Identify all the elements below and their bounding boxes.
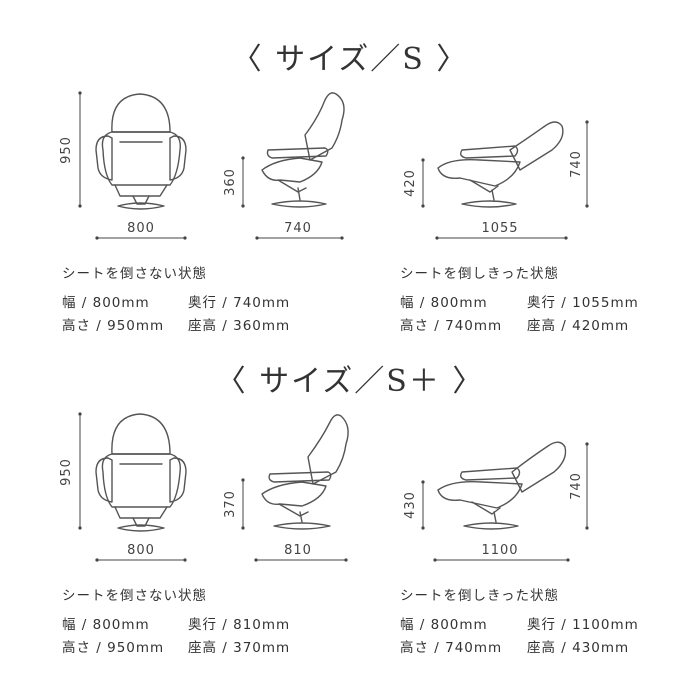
front-view-chair (95, 93, 187, 210)
side-upright-seat-label: 360 (223, 168, 238, 196)
upright-seat-height: 座高 / 370mm (188, 640, 291, 656)
upright-depth: 奥行 / 740mm (188, 295, 291, 311)
chair-diagrams: 950 800 370 (59, 412, 589, 562)
chair-diagrams: 950 800 360 (59, 91, 589, 240)
side-reclined-depth-dimension: 1100 (433, 543, 570, 562)
side-reclined-seat-dimension: 420 (403, 158, 425, 208)
upright-width: 幅 / 800mm (62, 617, 150, 633)
upright-heading: シートを倒さない状態 (62, 266, 207, 282)
front-height-label: 950 (59, 136, 74, 164)
side-reclined-chair (437, 441, 567, 530)
side-upright-depth-label: 810 (284, 543, 312, 558)
side-upright-seat-label: 370 (223, 490, 238, 518)
reclined-width: 幅 / 800mm (400, 295, 488, 311)
front-width-dimension: 800 (95, 221, 187, 240)
side-reclined-height-label: 740 (569, 472, 584, 500)
side-reclined-height-label: 740 (569, 150, 584, 178)
side-upright-chair (261, 92, 345, 208)
upright-height: 高さ / 950mm (62, 318, 165, 334)
side-reclined-depth-dimension: 1055 (435, 221, 568, 240)
upright-heading: シートを倒さない状態 (62, 588, 207, 604)
side-upright-depth-label: 740 (284, 221, 312, 236)
front-width-label: 800 (127, 543, 155, 558)
front-width-dimension: 800 (95, 543, 187, 562)
reclined-seat-height: 座高 / 430mm (527, 640, 630, 656)
reclined-depth: 奥行 / 1100mm (527, 617, 639, 633)
front-view-chair (95, 413, 187, 532)
upright-depth: 奥行 / 810mm (188, 617, 291, 633)
size-section-s-plus: 〈 サイズ／S＋ 〉 950 800 (0, 322, 700, 672)
upright-seat-height: 座高 / 360mm (188, 318, 291, 334)
side-reclined-height-dimension: 740 (569, 120, 589, 208)
upright-width: 幅 / 800mm (62, 295, 150, 311)
section-title: 〈 サイズ／S＋ 〉 (215, 364, 485, 399)
section-title: 〈 サイズ／S 〉 (231, 42, 469, 77)
side-reclined-seat-dimension: 430 (403, 480, 425, 530)
reclined-height: 高さ / 740mm (400, 318, 503, 334)
side-reclined-seat-label: 430 (403, 491, 418, 519)
reclined-seat-height: 座高 / 420mm (527, 318, 630, 334)
reclined-width: 幅 / 800mm (400, 617, 488, 633)
side-reclined-depth-label: 1055 (481, 221, 518, 236)
reclined-heading: シートを倒しきった状態 (400, 266, 559, 282)
side-reclined-chair (437, 121, 564, 208)
side-upright-depth-dimension: 740 (255, 221, 344, 240)
side-upright-depth-dimension: 810 (254, 543, 348, 562)
reclined-heading: シートを倒しきった状態 (400, 588, 559, 604)
reclined-height: 高さ / 740mm (400, 640, 503, 656)
side-upright-chair (261, 414, 349, 530)
side-upright-seat-dimension: 370 (223, 478, 245, 530)
reclined-depth: 奥行 / 1055mm (527, 295, 639, 311)
side-upright-seat-dimension: 360 (223, 156, 245, 208)
side-reclined-seat-label: 420 (403, 169, 418, 197)
front-height-label: 950 (59, 458, 74, 486)
side-reclined-depth-label: 1100 (481, 543, 518, 558)
front-height-dimension: 950 (59, 412, 82, 530)
front-height-dimension: 950 (59, 91, 82, 208)
front-width-label: 800 (127, 221, 155, 236)
upright-height: 高さ / 950mm (62, 640, 165, 656)
size-section-s: 〈 サイズ／S 〉 950 800 (59, 42, 639, 334)
side-reclined-height-dimension: 740 (569, 442, 589, 530)
